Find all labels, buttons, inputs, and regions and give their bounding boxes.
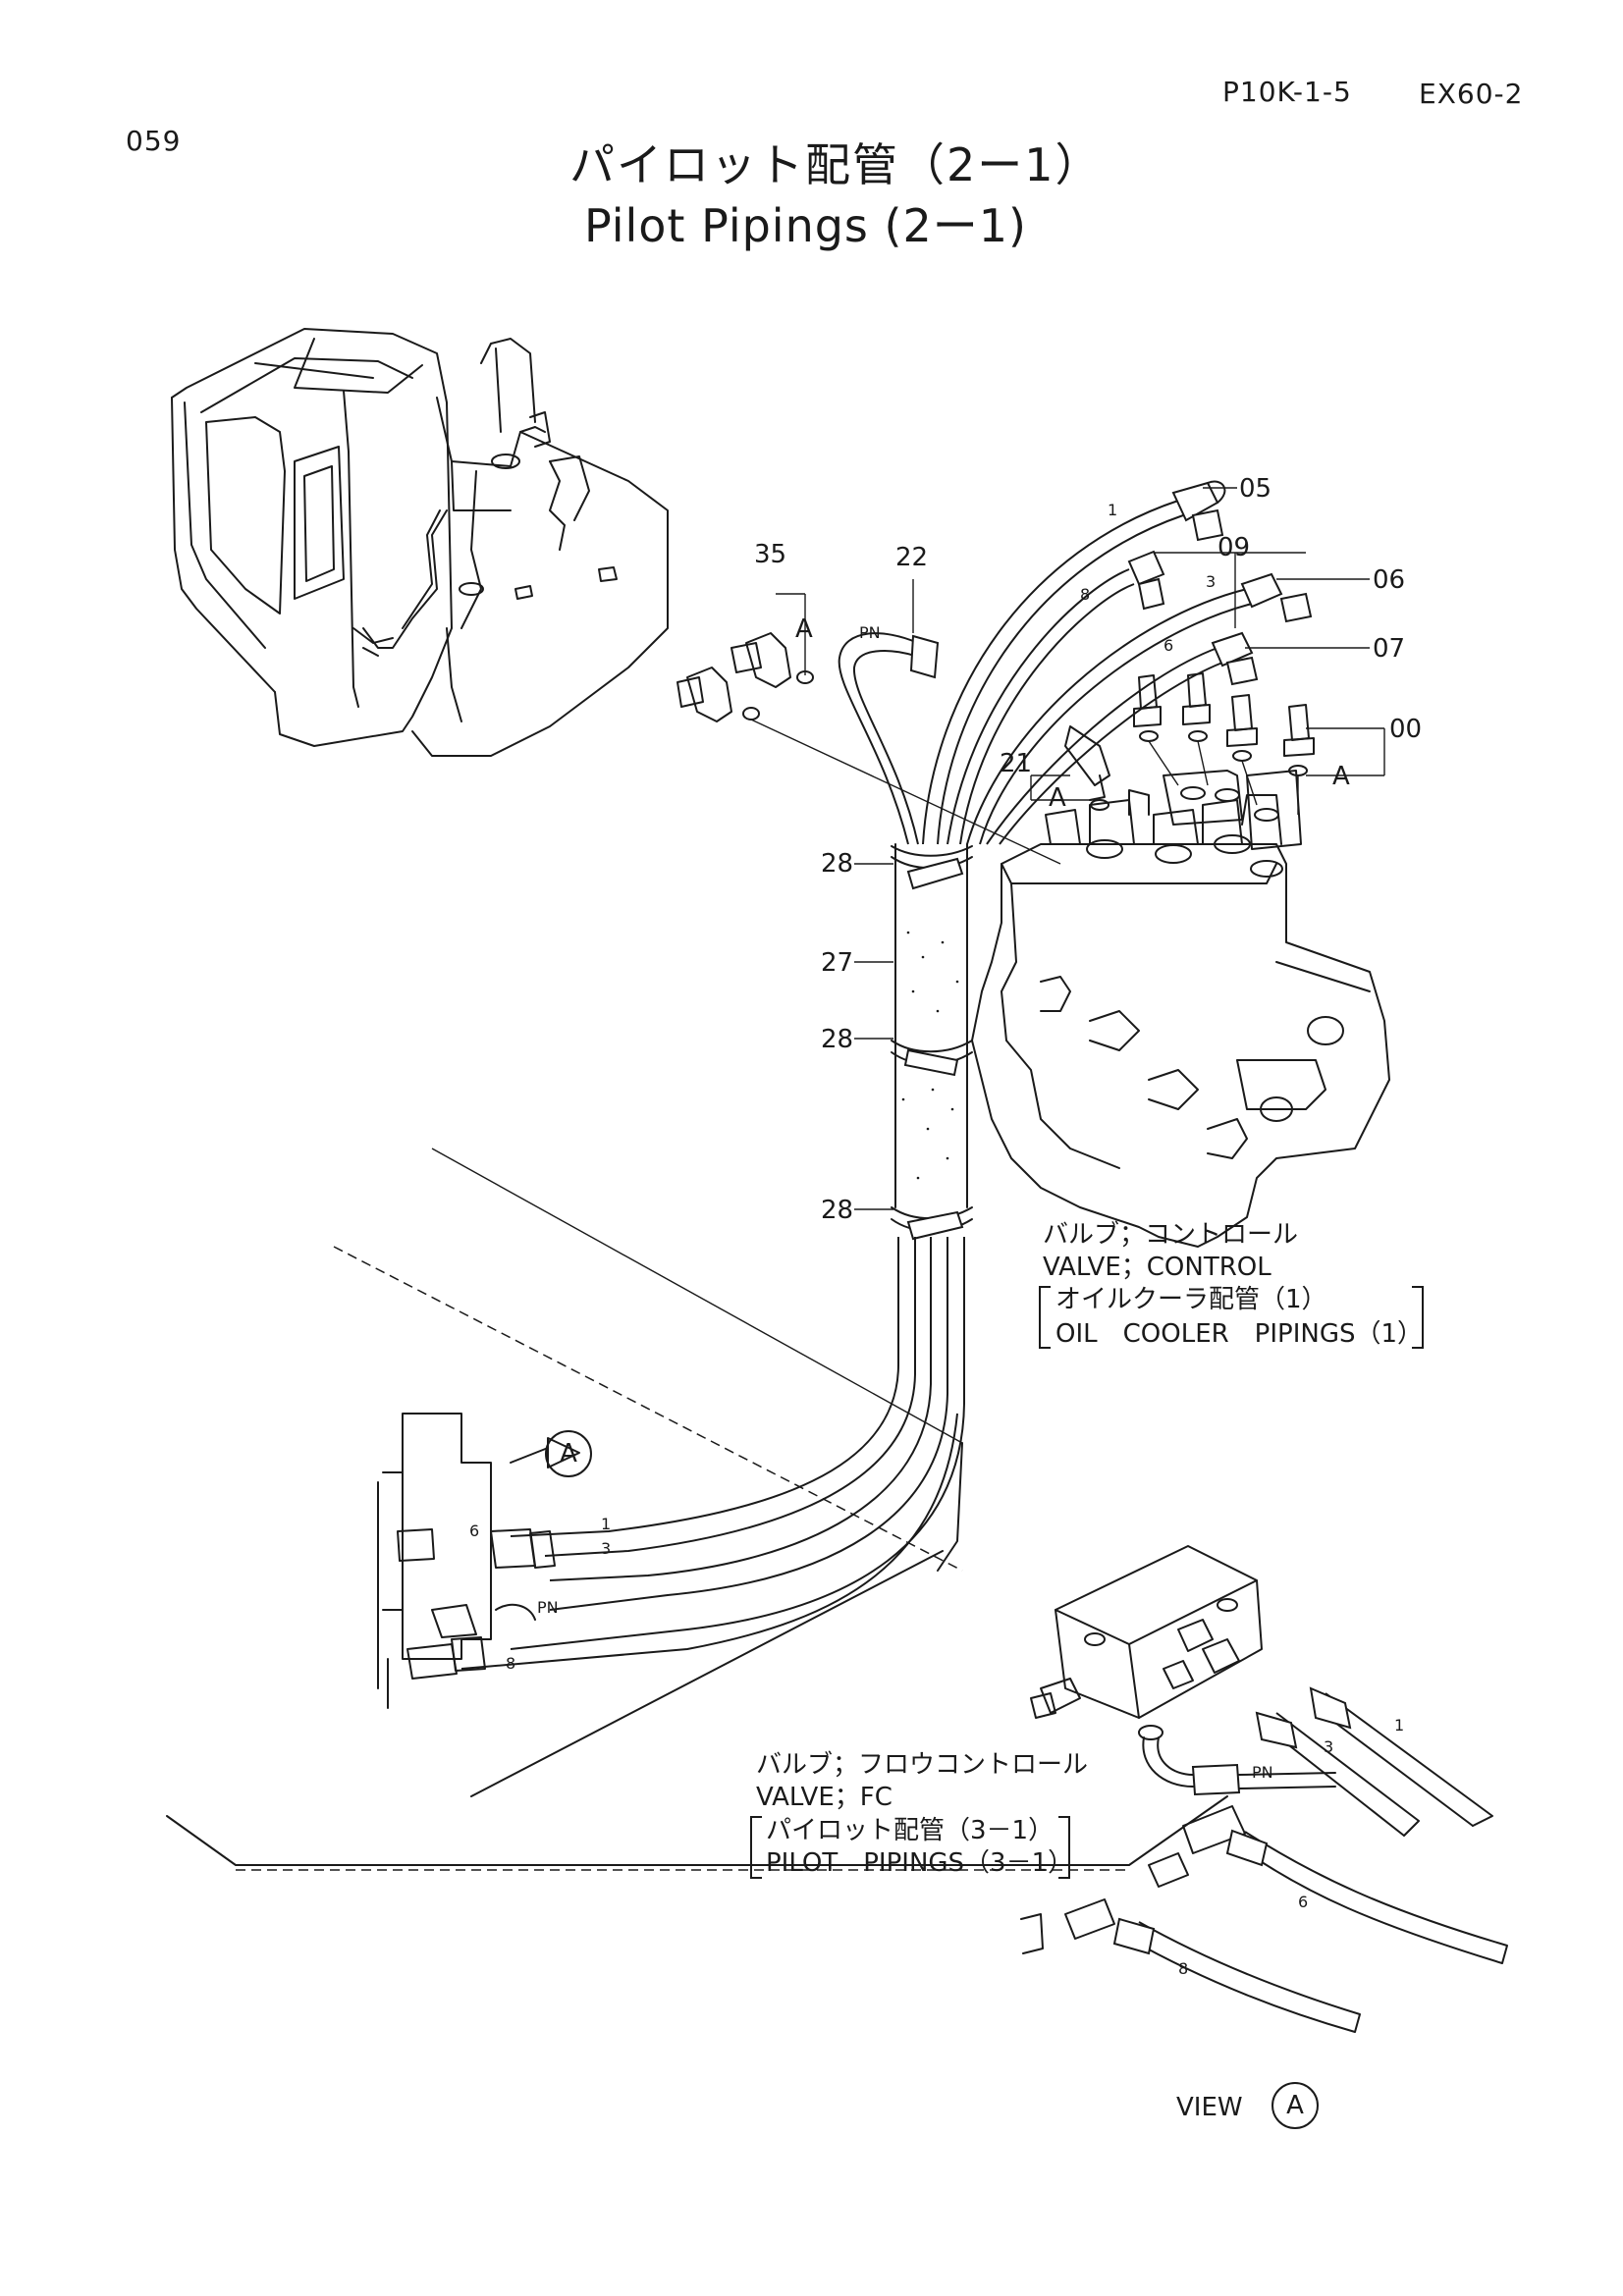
- part-number-05: 05: [1239, 474, 1272, 504]
- ref-marker-a-1: A: [795, 614, 813, 644]
- lower-hose-bundle: [460, 1237, 965, 1670]
- hose-tag-3: 3: [1206, 572, 1217, 591]
- ref-marker-a-2: A: [1049, 783, 1066, 813]
- view-a-circle: A: [1271, 2082, 1319, 2129]
- view-hose-tag-pn: PN: [1252, 1763, 1273, 1782]
- hose-tag-1: 1: [1108, 501, 1118, 519]
- view-hose-tag-1: 1: [1394, 1716, 1405, 1735]
- ref-marker-a-3: A: [1332, 762, 1350, 791]
- part-number-27: 27: [821, 948, 854, 978]
- hose-tag-6: 6: [1163, 636, 1174, 655]
- frame-outline: [166, 1148, 1228, 1871]
- part-number-22: 22: [895, 543, 929, 572]
- view-hose-tag-6: 6: [1298, 1893, 1309, 1911]
- note-fc-valve-en: VALVE；FC: [756, 1783, 893, 1812]
- part-number-28-bottom: 28: [821, 1196, 854, 1225]
- part-number-00: 00: [1389, 715, 1423, 744]
- note-bracket-right-2: [1058, 1816, 1070, 1879]
- fc-hose-tag-6: 6: [469, 1522, 480, 1540]
- part-number-07: 07: [1373, 634, 1406, 664]
- fc-hose-tag-8: 8: [506, 1654, 516, 1673]
- fc-hose-tag-1: 1: [601, 1515, 612, 1533]
- hose-sleeve: [891, 843, 973, 1241]
- note-oil-cooler-jp: オイルクーラ配管（1）: [1055, 1285, 1327, 1314]
- part-number-28-top: 28: [821, 849, 854, 879]
- model-number: EX60-2: [1419, 78, 1524, 110]
- note-bracket-left: [1039, 1286, 1051, 1349]
- hose-tag-pn: PN: [859, 623, 881, 642]
- note-bracket-right: [1412, 1286, 1424, 1349]
- port-fittings: [1064, 672, 1315, 815]
- view-a-callout: A: [545, 1430, 592, 1477]
- fc-hose-tag-3: 3: [601, 1539, 612, 1558]
- leader-lines: [776, 487, 1385, 1210]
- note-bracket-left-2: [750, 1816, 762, 1879]
- fc-hose-tag-pn: PN: [537, 1598, 559, 1617]
- title-english: Pilot Pipings (2ー1): [584, 199, 1027, 252]
- note-fc-valve-jp: バルブ；フロウコントロール: [756, 1750, 1089, 1780]
- view-hose-tag-8: 8: [1178, 1959, 1189, 1978]
- note-control-valve-jp: バルブ；コントロール: [1043, 1220, 1299, 1250]
- view-label: VIEW: [1176, 2093, 1243, 2122]
- fc-valve-detail: [1020, 1545, 1508, 2033]
- view-hose-tag-3: 3: [1324, 1737, 1334, 1756]
- page-code: 059: [126, 125, 182, 157]
- note-oil-cooler-en: OIL COOLER PIPINGS（1）: [1055, 1319, 1424, 1349]
- part-number-06: 06: [1373, 565, 1406, 595]
- catalog-ref: P10K-1-5: [1222, 76, 1352, 108]
- title-japanese: パイロット配管（2ー1）: [569, 138, 1103, 191]
- part-number-28-middle: 28: [821, 1025, 854, 1054]
- note-pilot-31-jp: パイロット配管（3－1）: [766, 1816, 1055, 1845]
- excavator-illustration: [171, 328, 669, 757]
- part-number-09: 09: [1217, 533, 1251, 562]
- upper-hose-bundle: [838, 480, 1313, 845]
- hose-tag-8: 8: [1080, 585, 1091, 604]
- note-pilot-31-en: PILOT PIPINGS（3－1）: [766, 1848, 1074, 1878]
- part-number-35: 35: [754, 540, 787, 569]
- control-valve: [971, 770, 1390, 1248]
- fc-valve-left: [377, 1413, 580, 1709]
- part-number-21: 21: [1000, 749, 1033, 778]
- note-control-valve-en: VALVE；CONTROL: [1043, 1253, 1271, 1282]
